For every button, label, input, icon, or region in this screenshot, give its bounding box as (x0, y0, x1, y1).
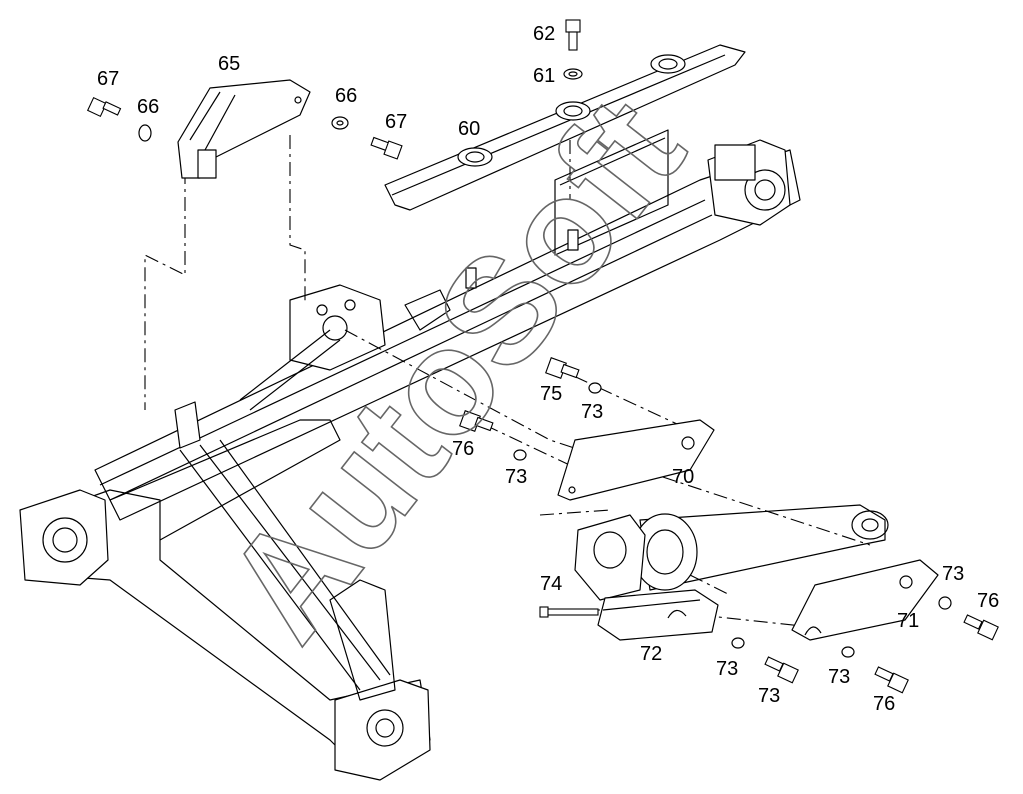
label-67-left: 67 (97, 68, 119, 90)
label-62: 62 (533, 23, 555, 45)
bolt-67-right (370, 136, 403, 160)
hydraulic-cylinder (574, 504, 889, 601)
bolt-76-right (963, 614, 999, 641)
label-61: 61 (533, 65, 555, 87)
washer-61 (563, 68, 583, 80)
label-72: 72 (640, 643, 662, 665)
label-70: 70 (672, 466, 694, 488)
label-74: 73 (758, 685, 780, 707)
main-frame (19, 129, 801, 781)
plate-71 (791, 559, 939, 641)
washer-73-mid (513, 449, 527, 461)
slide-plate-60 (384, 44, 746, 211)
part-labels: 60 61 62 65 66 66 67 67 70 71 72 73 73 7… (97, 23, 999, 715)
label-65: 65 (218, 53, 240, 75)
bracket-65 (177, 79, 311, 179)
bolt-74 (764, 656, 799, 684)
label-75: 74 (540, 573, 562, 595)
label-67-right: 67 (385, 111, 407, 133)
washer-73-right (938, 596, 952, 610)
bolt-75 (539, 606, 599, 618)
plate-70 (557, 419, 715, 501)
bolt-62 (565, 19, 581, 51)
label-73-upper: 73 (581, 401, 603, 423)
bracket-72 (597, 589, 719, 641)
label-73-right: 73 (942, 563, 964, 585)
label-73-mid: 73 (505, 466, 527, 488)
label-73-low-left: 73 (716, 658, 738, 680)
bolt-67-left (86, 96, 122, 118)
bolt-76-low (874, 666, 909, 694)
bolt-76-mid (459, 410, 494, 432)
bolt-76-upper (545, 357, 580, 379)
washer-73-low-left (731, 637, 745, 649)
washer-66-right (331, 116, 349, 130)
label-60: 60 (458, 118, 480, 140)
washer-66-left (138, 124, 152, 142)
washer-73-upper (588, 382, 602, 394)
label-76-low: 76 (873, 693, 895, 715)
assembly-lines (144, 135, 871, 629)
label-73-low-right: 73 (828, 666, 850, 688)
washer-73-low-right (841, 646, 855, 658)
label-76-upper: 75 (540, 383, 562, 405)
label-71: 71 (897, 610, 919, 632)
label-76-mid: 76 (452, 438, 474, 460)
label-66-right: 66 (335, 85, 357, 107)
label-66-left: 66 (137, 96, 159, 118)
label-76-right: 76 (977, 590, 999, 612)
